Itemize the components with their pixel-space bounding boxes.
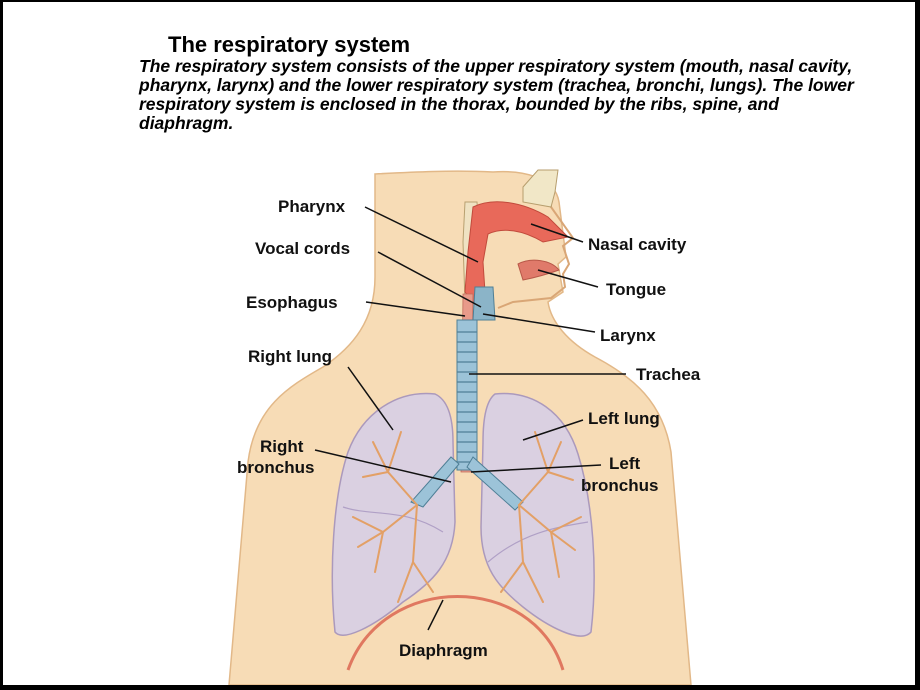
label-diaphragm: Diaphragm — [399, 641, 488, 660]
left-lung-fissure — [487, 521, 589, 563]
right-bronchus-leader — [314, 449, 452, 483]
label-right-lung: Right lung — [248, 347, 332, 366]
diaphragm-leader — [427, 599, 444, 631]
right-bronchus-shape — [410, 456, 460, 508]
label-nasal-cavity: Nasal cavity — [588, 235, 687, 254]
right-lung-fissure — [342, 506, 444, 533]
right-lung-leader — [347, 366, 394, 431]
pharynx-leader — [364, 206, 479, 263]
trachea-rings — [457, 331, 477, 463]
label-pharynx: Pharynx — [278, 197, 346, 216]
slide-description: The respiratory system consists of the u… — [139, 56, 854, 133]
label-trachea: Trachea — [636, 365, 701, 384]
respiratory-diagram: Pharynx Vocal cords Esophagus Right lung… — [228, 169, 701, 685]
slide-title: The respiratory system — [168, 32, 411, 57]
left-lung-shape — [480, 392, 595, 637]
label-left-bronchus-1: Left — [609, 454, 641, 473]
diaphragm-shape — [346, 595, 565, 671]
leader-lines — [314, 206, 626, 631]
label-right-bronchus-1: Right — [260, 437, 304, 456]
label-right-bronchus-2: bronchus — [237, 458, 314, 477]
label-left-bronchus-2: bronchus — [581, 476, 658, 495]
skull-bone — [522, 169, 559, 208]
tongue-leader — [537, 269, 599, 288]
label-larynx: Larynx — [600, 326, 656, 345]
label-esophagus: Esophagus — [246, 293, 338, 312]
label-left-lung: Left lung — [588, 409, 660, 428]
esophagus-leader — [365, 301, 466, 317]
nasal-cavity-shape — [464, 201, 570, 303]
larynx-leader — [482, 313, 596, 333]
nasal-cavity-leader — [530, 223, 584, 243]
label-tongue: Tongue — [606, 280, 666, 299]
left-lung-leader — [522, 419, 584, 441]
bronchial-tree — [352, 431, 582, 603]
left-bronchus-shape — [466, 456, 524, 511]
slide: The respiratory system The respiratory s… — [3, 2, 915, 685]
left-bronchus-leader — [470, 464, 602, 473]
larynx-shape — [472, 286, 496, 321]
vocal-cords-leader — [377, 251, 482, 308]
label-vocal-cords: Vocal cords — [255, 239, 350, 258]
